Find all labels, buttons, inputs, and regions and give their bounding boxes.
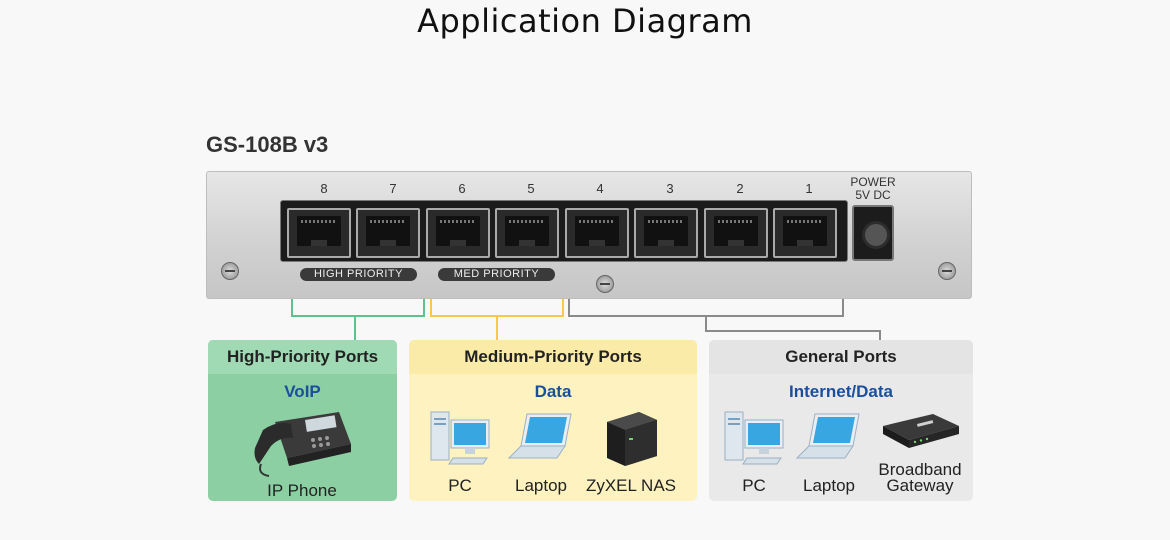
device-label-nas: ZyXEL NAS bbox=[585, 476, 677, 495]
port-number-3: 3 bbox=[666, 181, 674, 196]
ethernet-port-6 bbox=[426, 208, 490, 258]
port-number-5: 5 bbox=[527, 181, 535, 196]
high-priority-group: High-Priority Ports VoIP IP Phone bbox=[208, 340, 397, 501]
medium-priority-group: Medium-Priority Ports Data PC Laptop bbox=[409, 340, 697, 501]
device-ip-phone: IP Phone bbox=[242, 408, 362, 499]
internet-data-label: Internet/Data bbox=[789, 382, 893, 401]
model-label: GS-108B v3 bbox=[206, 132, 329, 157]
screw-icon bbox=[221, 262, 239, 280]
pc-icon bbox=[724, 411, 784, 465]
device-pc: PC bbox=[427, 408, 493, 494]
power-label: POWER 5V DC bbox=[847, 176, 899, 202]
device-pc: PC bbox=[721, 408, 787, 494]
port-number-6: 6 bbox=[458, 181, 466, 196]
voip-label: VoIP bbox=[284, 382, 321, 401]
port-panel bbox=[280, 200, 848, 262]
port-number-7: 7 bbox=[389, 181, 397, 196]
ethernet-port-2 bbox=[704, 208, 768, 258]
pc-icon bbox=[430, 411, 490, 465]
port-number-1: 1 bbox=[805, 181, 813, 196]
ethernet-port-1 bbox=[773, 208, 837, 258]
screw-icon bbox=[596, 275, 614, 293]
ethernet-port-3 bbox=[634, 208, 698, 258]
device-laptop: Laptop bbox=[505, 408, 577, 494]
nas-icon bbox=[607, 412, 657, 466]
gateway-icon bbox=[883, 414, 959, 448]
laptop-icon bbox=[795, 413, 860, 459]
page-title: Application Diagram bbox=[417, 2, 753, 40]
port-number-4: 4 bbox=[596, 181, 604, 196]
device-label-gateway: Gateway bbox=[886, 476, 954, 495]
general-connector bbox=[568, 299, 881, 340]
power-jack-icon bbox=[852, 205, 894, 261]
ethernet-port-8 bbox=[287, 208, 351, 258]
general-ports-title: General Ports bbox=[709, 340, 973, 374]
port-number-2: 2 bbox=[736, 181, 744, 196]
port-number-8: 8 bbox=[320, 181, 328, 196]
med-connector bbox=[430, 299, 564, 340]
device-label-pc: PC bbox=[742, 476, 766, 495]
laptop-icon bbox=[507, 413, 572, 459]
ip-phone-icon bbox=[254, 412, 351, 477]
med-priority-tag: MED PRIORITY bbox=[438, 268, 555, 281]
device-nas: ZyXEL NAS bbox=[586, 408, 676, 494]
device-label-broadband: Broadband bbox=[878, 460, 962, 479]
device-label-laptop: Laptop bbox=[803, 476, 855, 495]
ethernet-port-5 bbox=[495, 208, 559, 258]
screw-icon bbox=[938, 262, 956, 280]
device-label-ip-phone: IP Phone bbox=[267, 481, 337, 500]
device-laptop: Laptop bbox=[793, 408, 865, 494]
ethernet-port-4 bbox=[565, 208, 629, 258]
power-label-line1: POWER bbox=[850, 175, 896, 189]
device-label-laptop: Laptop bbox=[515, 476, 567, 495]
switch-front-panel: 8 7 6 5 4 3 2 1 HIGH PRIORITY MED PRIORI… bbox=[206, 171, 972, 299]
high-priority-tag: HIGH PRIORITY bbox=[300, 268, 417, 281]
general-ports-group: General Ports Internet/Data PC Laptop bbox=[709, 340, 973, 501]
high-priority-body: VoIP IP Phone bbox=[208, 374, 397, 501]
power-label-line2: 5V DC bbox=[855, 188, 891, 202]
ethernet-port-7 bbox=[356, 208, 420, 258]
high-connector bbox=[291, 299, 425, 340]
device-broadband-gateway: Broadband Gateway bbox=[875, 408, 965, 494]
medium-priority-body: Data PC Laptop bbox=[409, 374, 697, 501]
medium-priority-title: Medium-Priority Ports bbox=[409, 340, 697, 374]
data-label: Data bbox=[534, 382, 572, 401]
high-priority-title: High-Priority Ports bbox=[208, 340, 397, 374]
general-ports-body: Internet/Data PC Laptop bbox=[709, 374, 973, 501]
device-label-pc: PC bbox=[448, 476, 472, 495]
